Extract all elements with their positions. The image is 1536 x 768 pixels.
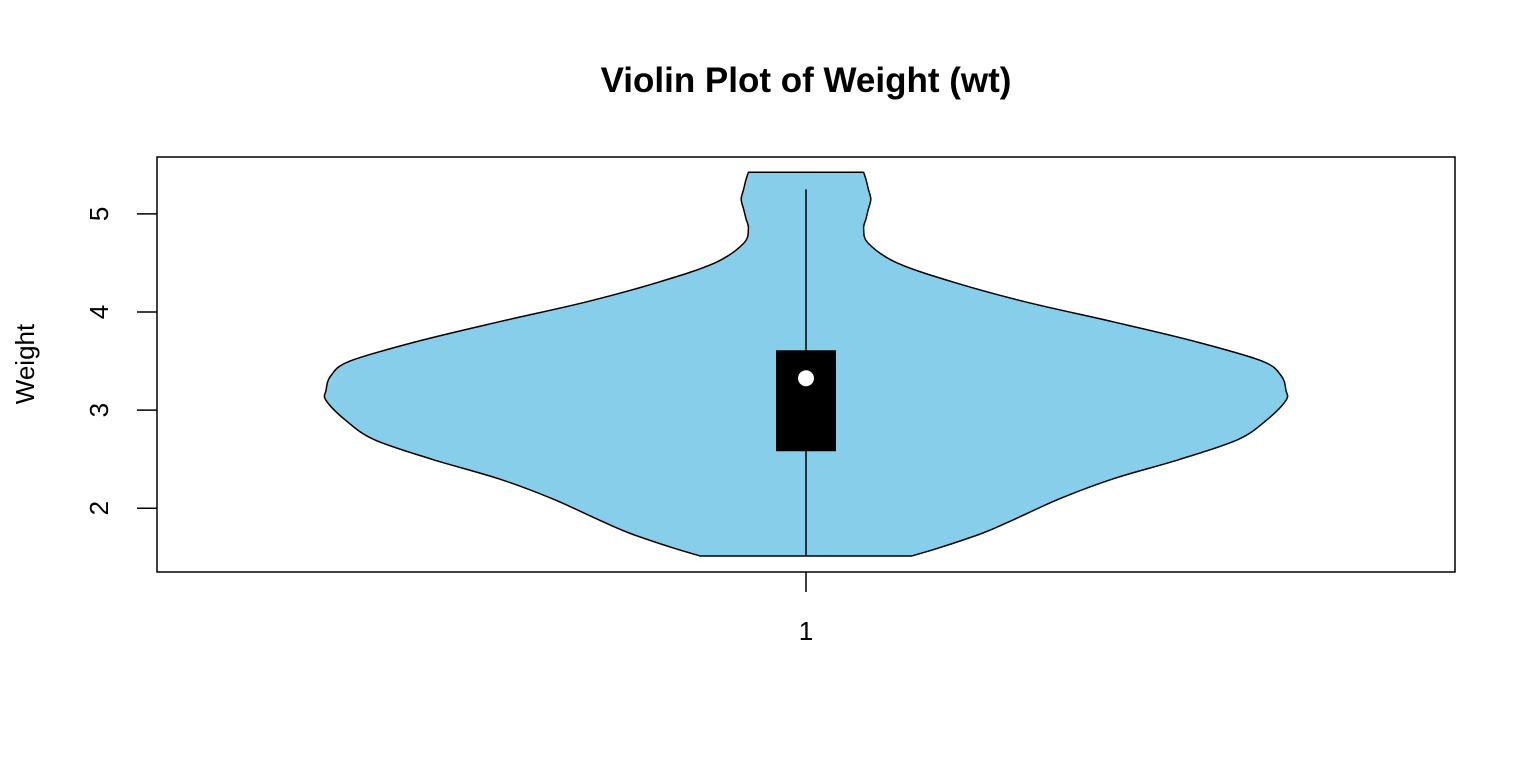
y-tick-label: 5 — [84, 207, 114, 221]
iqr-box — [776, 350, 836, 452]
plot-area — [323, 171, 1289, 557]
y-tick-label: 4 — [84, 305, 114, 319]
y-axis-label: Weight — [10, 323, 40, 404]
y-tick-label: 3 — [84, 403, 114, 417]
median-point — [798, 370, 814, 387]
y-axis: 2 3 4 5 — [84, 207, 157, 515]
x-tick-label: 1 — [799, 616, 813, 646]
chart-title: Violin Plot of Weight (wt) — [601, 61, 1012, 100]
y-tick-label: 2 — [84, 501, 114, 515]
x-axis: 1 — [799, 572, 813, 646]
